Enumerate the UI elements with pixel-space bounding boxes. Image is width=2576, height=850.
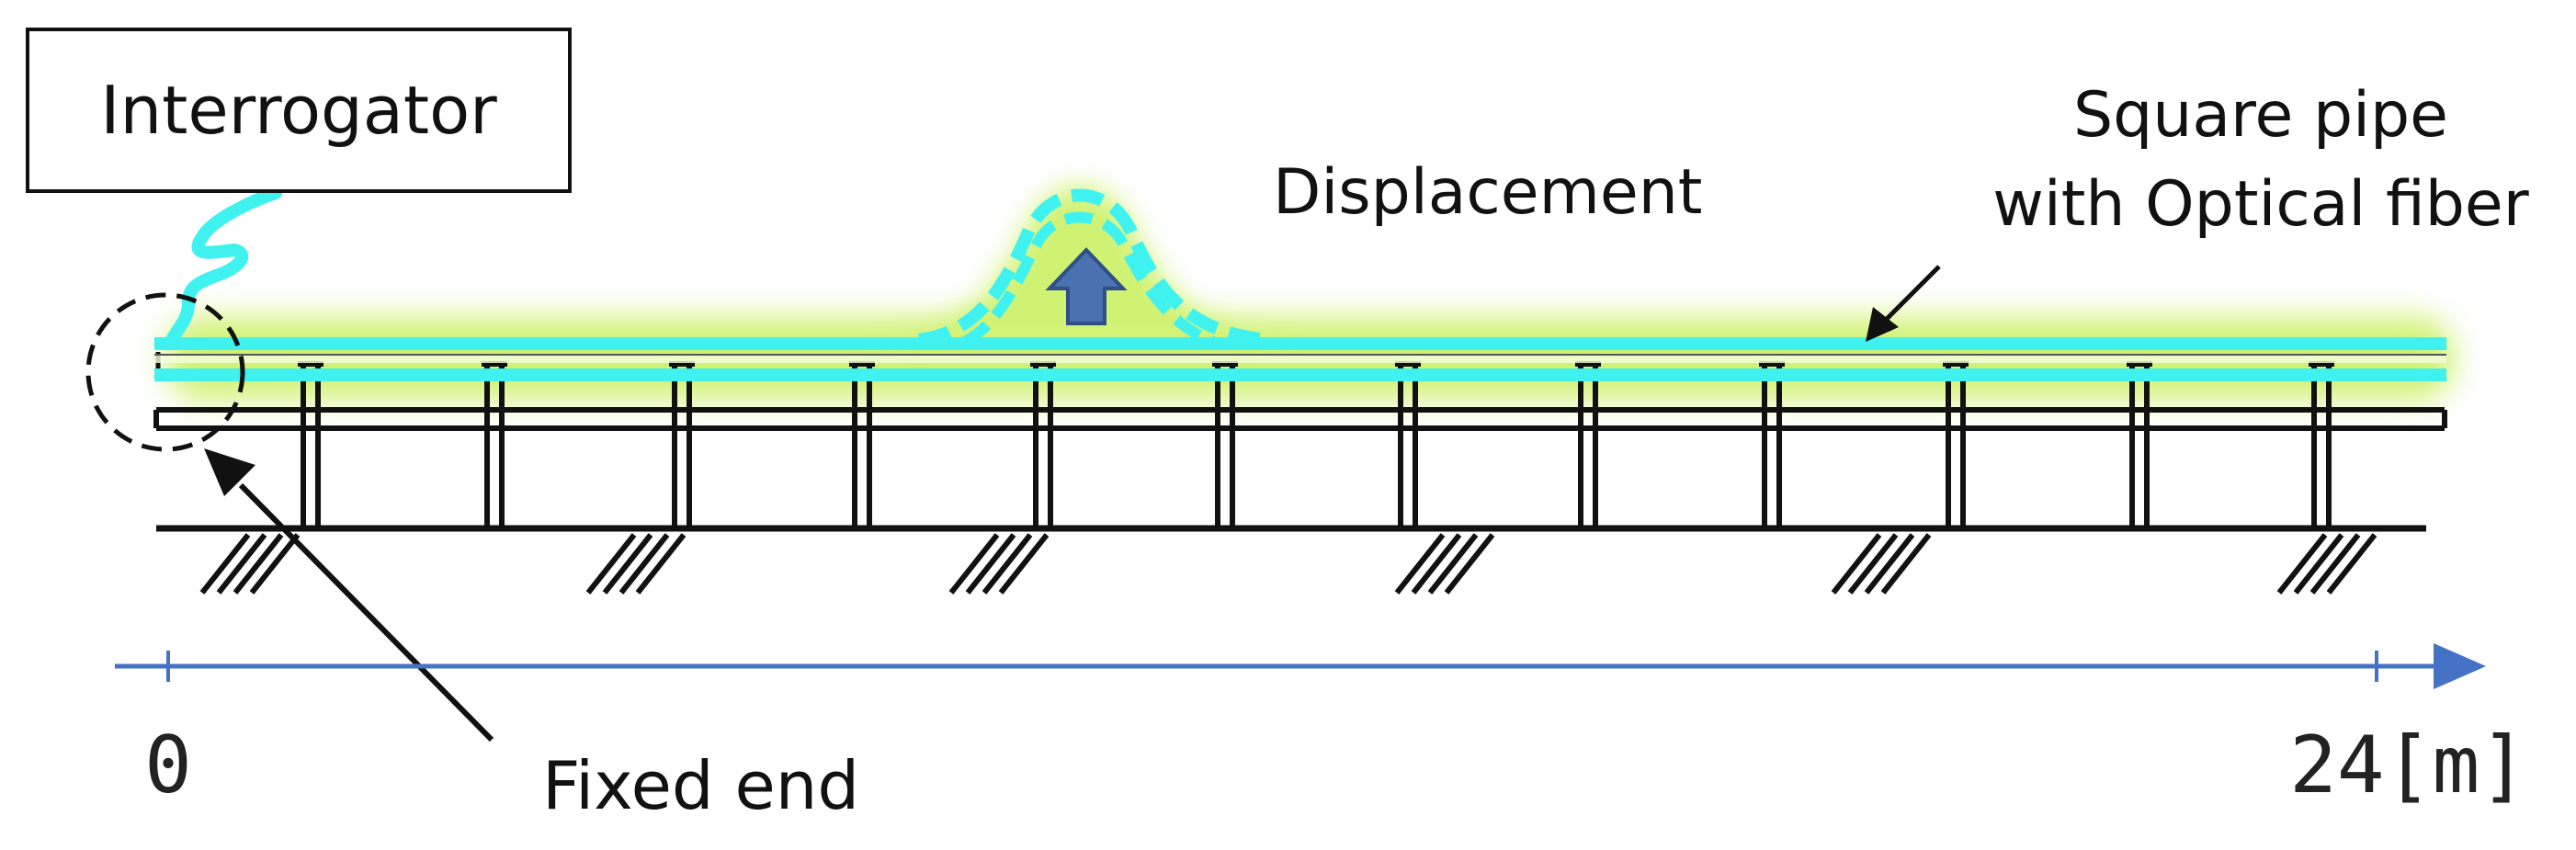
- fixed-end-circle: [85, 292, 245, 452]
- fixed-end-pointer-arrow: [204, 448, 494, 742]
- ground-hatch: [2276, 533, 2377, 595]
- ground-hatch: [1394, 533, 1495, 595]
- pipe-pointer-arrow: [1866, 265, 1941, 342]
- displacement-arrow: [1045, 247, 1128, 325]
- support-post: [1943, 361, 1969, 528]
- support-post: [669, 361, 695, 528]
- ground-hatches: [199, 533, 2377, 595]
- fixed-end-label: Fixed end: [542, 747, 859, 824]
- ground-hatch: [585, 533, 687, 595]
- support-post: [1395, 361, 1421, 528]
- support-post: [849, 361, 875, 528]
- support-structure: [153, 352, 2447, 532]
- pipe-label-line2: with Optical fiber: [1992, 168, 2529, 241]
- axis-start-label: 0: [144, 720, 192, 811]
- displacement-label: Displacement: [1273, 156, 1702, 229]
- displacement-bump: [917, 188, 1269, 347]
- fiber-lead: [164, 187, 282, 350]
- support-post: [1575, 361, 1601, 528]
- length-axis: [115, 643, 2486, 689]
- support-post: [1030, 361, 1056, 528]
- axis-end-label: 24[m]: [2289, 720, 2527, 811]
- support-post: [1759, 361, 1785, 528]
- support-post: [482, 361, 507, 528]
- support-post: [2127, 361, 2152, 528]
- pipe-label-line1: Square pipe: [2073, 79, 2448, 152]
- support-post: [2309, 361, 2334, 528]
- ground-hatch: [1831, 533, 1932, 595]
- support-posts: [298, 361, 2334, 528]
- ground-hatch: [199, 533, 301, 595]
- ground-hatch: [948, 533, 1050, 595]
- support-post: [298, 361, 323, 528]
- optical-fiber-pipe: [154, 337, 2446, 381]
- interrogator-box: [26, 28, 572, 193]
- support-post: [1212, 361, 1238, 528]
- interrogator-label: Interrogator: [100, 72, 497, 149]
